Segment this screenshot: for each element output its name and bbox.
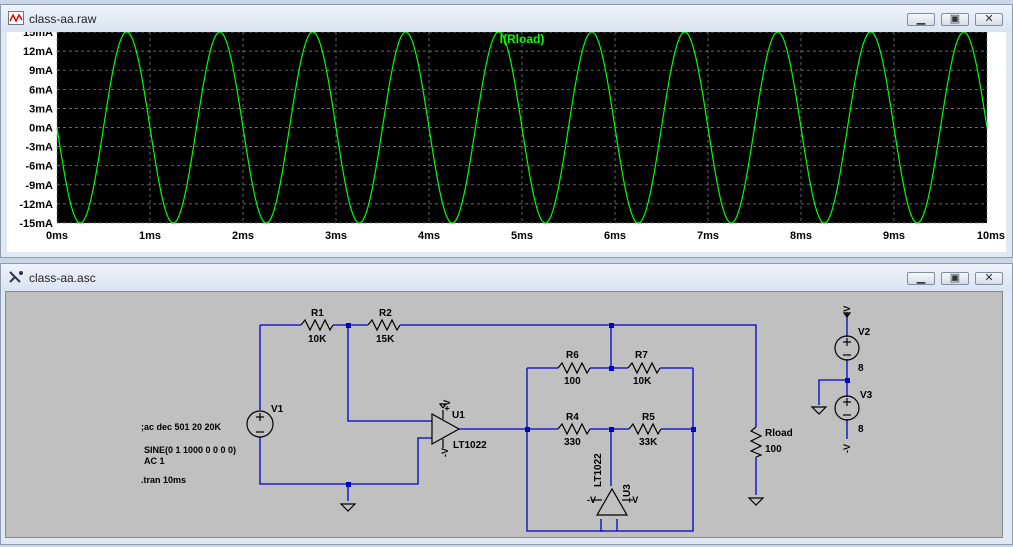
r4-symbol <box>557 422 591 436</box>
ac1-source: AC 1 <box>144 456 165 466</box>
junction-dots <box>346 323 850 487</box>
x-tick-label: 3ms <box>325 230 347 242</box>
v2-symbol <box>834 335 860 361</box>
y-tick-label: -15mA <box>19 218 53 230</box>
restore-button[interactable]: ▣ <box>941 272 969 285</box>
r6-symbol <box>557 361 591 375</box>
waveform-window-title: class-aa.raw <box>29 12 97 26</box>
v1-name: V1 <box>271 404 284 415</box>
y-tick-label: 12mA <box>23 46 53 58</box>
wires <box>259 317 848 532</box>
x-tick-label: 7ms <box>697 230 719 242</box>
rload-value: 100 <box>765 444 782 455</box>
r5-value: 33K <box>639 437 658 448</box>
x-tick-label: 2ms <box>232 230 254 242</box>
x-tick-label: 5ms <box>511 230 533 242</box>
r1-symbol <box>300 318 334 332</box>
r2-symbol <box>367 318 401 332</box>
u3-symbol <box>595 487 629 516</box>
ground-symbol <box>747 497 765 506</box>
y-tick-label: -9mA <box>25 180 53 192</box>
r5-name: R5 <box>642 412 655 423</box>
minimize-button[interactable]: ▁ <box>907 272 935 285</box>
y-tick-label: -6mA <box>25 161 53 173</box>
u1-vplus-label: +V <box>442 400 452 411</box>
v1-symbol <box>246 410 274 438</box>
u3-name: U3 <box>622 484 633 497</box>
v2-value: 8 <box>858 363 864 374</box>
u1-part: LT1022 <box>453 440 487 451</box>
u1-name: U1 <box>452 410 465 421</box>
schematic-icon <box>9 271 23 283</box>
waveform-plot-area[interactable]: 15mA 12mA 9mA 6mA 3mA 0mA -3mA -6mA -9mA -12mA -15… <box>7 27 1006 252</box>
r7-name: R7 <box>635 350 648 361</box>
schematic-labels: R1 10K R2 15K R6 100 R7 10K R4 330 R5 33… <box>141 306 873 505</box>
x-tick-label: 0ms <box>46 230 68 242</box>
schematic-window-title: class-aa.asc <box>29 271 96 285</box>
v2-vplus-label: +V <box>842 306 852 317</box>
ac-directive: ;ac dec 501 20 20K <box>141 422 222 432</box>
ground-symbol <box>810 406 828 415</box>
r7-value: 10K <box>633 376 652 387</box>
v3-symbol <box>834 395 860 421</box>
v3-name: V3 <box>860 390 873 401</box>
rload-name: Rload <box>765 428 793 439</box>
ground-symbol <box>339 503 357 512</box>
close-button[interactable]: ✕ <box>975 272 1003 285</box>
r2-name: R2 <box>379 308 392 319</box>
y-tick-label: -3mA <box>25 142 53 154</box>
component-symbols <box>246 312 860 516</box>
x-tick-label: 9ms <box>883 230 905 242</box>
x-tick-label: 10ms <box>977 230 1005 242</box>
u3-part: LT1022 <box>593 453 604 487</box>
y-tick-label: 0mA <box>29 123 53 135</box>
y-tick-label: -12mA <box>19 199 53 211</box>
x-tick-label: 6ms <box>604 230 626 242</box>
r6-value: 100 <box>564 376 581 387</box>
r4-name: R4 <box>566 412 579 423</box>
rload-symbol <box>749 426 763 458</box>
r6-name: R6 <box>566 350 579 361</box>
r1-name: R1 <box>311 308 324 319</box>
trace-i-rload[interactable] <box>56 31 988 224</box>
r2-value: 15K <box>376 334 395 345</box>
waveform-window: class-aa.raw ▁ ▣ ✕ 15mA 12mA 9mA 6mA 3mA 0mA -… <box>0 4 1013 258</box>
chart-title[interactable]: I(Rload) <box>500 32 545 46</box>
u3-vminus-label: -V <box>587 495 596 505</box>
r5-symbol <box>628 422 662 436</box>
y-tick-label: 3mA <box>29 103 53 115</box>
r4-value: 330 <box>564 437 581 448</box>
waveform-icon <box>8 11 24 25</box>
v2-name: V2 <box>858 327 871 338</box>
x-tick-label: 4ms <box>418 230 440 242</box>
x-tick-label: 1ms <box>139 230 161 242</box>
sine-source: SINE(0 1 1000 0 0 0 0) <box>144 445 236 455</box>
u1-vminus-label: -V <box>440 448 450 457</box>
waveform-titlebar[interactable]: class-aa.raw ▁ ▣ ✕ <box>1 5 1012 32</box>
restore-button[interactable]: ▣ <box>941 13 969 26</box>
v3-value: 8 <box>858 424 864 435</box>
r1-value: 10K <box>308 334 327 345</box>
u1-symbol <box>431 412 461 446</box>
y-tick-label: 15mA <box>23 32 53 39</box>
schematic-titlebar[interactable]: class-aa.asc ▁ ▣ ✕ <box>1 264 1012 291</box>
r7-symbol <box>627 361 661 375</box>
y-tick-label: 6mA <box>29 84 53 96</box>
close-button[interactable]: ✕ <box>975 13 1003 26</box>
x-tick-label: 8ms <box>790 230 812 242</box>
minimize-button[interactable]: ▁ <box>907 13 935 26</box>
y-tick-label: 9mA <box>29 65 53 77</box>
v3-vminus-label: -V <box>842 444 852 453</box>
waveform-chart[interactable]: 15mA 12mA 9mA 6mA 3mA 0mA -3mA -6mA -9mA -12mA -15… <box>7 27 1006 252</box>
u3-vplus-label: +V <box>627 495 638 505</box>
tran-directive: .tran 10ms <box>141 475 186 485</box>
schematic-canvas[interactable]: R1 10K R2 15K R6 100 R7 10K R4 330 R5 33… <box>5 291 1003 538</box>
